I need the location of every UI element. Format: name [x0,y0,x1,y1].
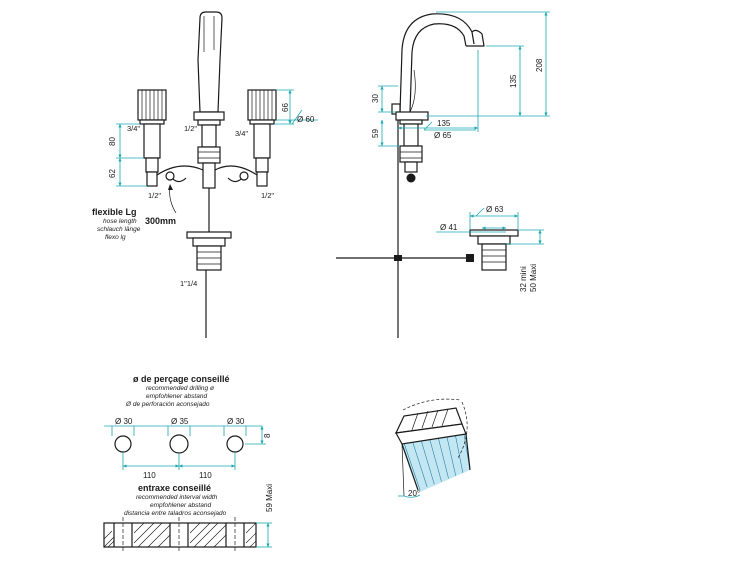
hatching [103,522,257,548]
dim-30: 30 [371,94,380,103]
drilling-title: ø de perçage conseillé [133,374,230,384]
dim-80: 80 [108,137,117,146]
thread-valve-right-label: 3/4" [235,129,248,138]
hose-line-2: schlauch länge [97,226,141,233]
interval-dim-59-maxi: 59 Maxi [265,484,274,512]
dim-62: 62 [108,169,117,178]
interval-section: entraxe conseillé recommended interval w… [103,483,274,553]
dim-135-horizontal: 135 [437,119,451,128]
dim-208: 208 [535,58,544,72]
dim-66: 66 [281,103,290,112]
counter-section [103,517,272,553]
spray-ray [455,435,464,473]
spray-ray [446,436,457,476]
drilling-line-1: recommended drilling ø [146,385,214,392]
drilling-d-center: Ø 35 [171,417,189,426]
valve-left-knurl [141,90,163,120]
spout-side [391,13,485,183]
thread-valve-left-label: 3/4" [127,124,140,133]
drilling-section: ø de perçage conseillé recommended drill… [104,374,272,480]
interval-line-1: recommended interval width [136,494,218,501]
hose-length: 300mm [145,216,176,226]
side-dimensions [378,11,550,147]
dim-65: Ø 65 [434,131,452,140]
thread-body-label: 1/2" [184,124,197,133]
connection-hoses [156,165,258,183]
thread-waste-label: 1"1/4 [180,279,197,288]
dim-32-mini: 32 mini [519,266,528,292]
thread-inlet-left-label: 1/2" [148,191,161,200]
drilling-dim-8: 8 [263,433,272,438]
waste-front [186,188,232,338]
spout-front [193,11,225,189]
hose-line-1: hose length [103,218,137,225]
valve-right [247,89,277,187]
aerator-outline [394,398,471,497]
dim-41: Ø 41 [440,223,458,232]
drilling-line-3: Ø de perforación aconsejado [125,401,210,408]
spray-fan [402,434,470,492]
aerator-detail: 20° [394,398,471,498]
interval-line-2: empfohlener abstand [150,502,211,509]
spray-ray [403,442,421,491]
waste-dimensions [436,207,544,245]
interval-title: entraxe conseillé [138,483,211,493]
aerator-spray [402,433,471,492]
front-dimensions [116,89,318,187]
interval-line-3: distancia entre taladros aconsejado [124,510,227,517]
hose-line-3: flexo lg [105,234,126,241]
drilling-holes [104,425,266,470]
drilling-spacing-right: 110 [199,471,212,480]
spray-ray [437,437,449,479]
front-view: 80 62 66 Ø 60 1/2" 3/4" 3/4" 1/2" 1/2" 1… [92,11,318,338]
dim-60: Ø 60 [297,115,315,124]
hose-callout [168,184,177,214]
dim-135-vertical: 135 [509,74,518,88]
side-view: 30 59 135 Ø 65 135 208 Ø 63 Ø 41 32 mini… [336,11,550,338]
drilling-line-2: empfohlener abstand [146,393,207,400]
spray-ray [420,440,435,485]
dim-63: Ø 63 [486,205,504,214]
valve-left [137,89,167,187]
thread-inlet-right-label: 1/2" [261,191,274,200]
waste-side [466,229,519,271]
hose-title: flexible Lg [92,207,137,217]
aerator-angle [398,494,421,498]
spray-ray [412,441,428,488]
dim-50-maxi: 50 Maxi [529,264,538,292]
spray-ray [429,439,442,482]
aerator-angle-label: 20° [408,489,420,498]
dim-59: 59 [371,129,380,138]
drilling-spacing-left: 110 [143,471,156,480]
valve-right-knurl [251,90,273,120]
drilling-d-right: Ø 30 [227,417,245,426]
drilling-d-left: Ø 30 [115,417,133,426]
